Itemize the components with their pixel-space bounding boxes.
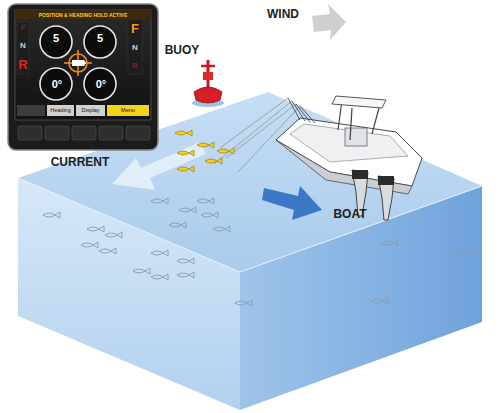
- soft-key: [76, 105, 105, 116]
- buoy-top: [201, 65, 215, 68]
- fish: [179, 207, 196, 213]
- fish: [175, 130, 192, 136]
- fish: [81, 242, 98, 248]
- buoy-label: BUOY: [165, 44, 200, 56]
- fish: [213, 226, 230, 232]
- control-display: [8, 4, 158, 150]
- hard-key: [99, 126, 123, 140]
- fish: [43, 212, 60, 218]
- fishing-rod: [296, 104, 310, 122]
- water-edge: [18, 178, 482, 272]
- gauge: [40, 68, 72, 100]
- wind-arrow: [312, 4, 346, 40]
- hold-crosshair: [64, 50, 92, 76]
- fish: [151, 274, 168, 280]
- gauge-value: 5: [97, 33, 103, 44]
- gauge-value: 0°: [52, 79, 63, 90]
- fish: [177, 150, 194, 156]
- fish: [217, 148, 234, 154]
- gauge: [84, 26, 116, 58]
- gear-column: [17, 22, 29, 74]
- boat-drift-arrow: [262, 186, 322, 220]
- gauge-value: 0°: [96, 79, 107, 90]
- fish: [177, 166, 194, 172]
- boat-label: BOAT: [333, 208, 366, 220]
- display-status: POSITION & HEADING HOLD ACTIVE: [39, 12, 127, 17]
- hard-key: [18, 126, 42, 140]
- soft-key: [47, 105, 74, 116]
- gear-letter: F: [131, 22, 139, 35]
- buoy: [192, 60, 224, 107]
- gear-letter: R: [132, 62, 138, 70]
- hard-key: [126, 126, 150, 140]
- fish: [457, 250, 474, 256]
- t-top-post: [372, 104, 380, 134]
- motor-cowling: [352, 170, 368, 179]
- hard-key: [72, 126, 96, 140]
- fish: [151, 198, 168, 204]
- display-bezel: [8, 4, 158, 150]
- motor-cowling: [378, 176, 394, 185]
- wind-label: WIND: [267, 8, 299, 20]
- fishing-rod: [288, 98, 300, 120]
- buoy-marker: [203, 72, 213, 80]
- gear-letter: N: [20, 42, 26, 50]
- fish: [87, 226, 104, 232]
- gauge: [40, 26, 72, 58]
- soft-key-label: Heading: [50, 108, 71, 114]
- fishing-rods: [288, 98, 315, 123]
- soft-key-label: Menu: [121, 108, 135, 114]
- soft-key-label: Display: [81, 108, 99, 114]
- hard-key: [45, 126, 69, 140]
- boat-deck: [290, 124, 408, 162]
- fish: [177, 272, 194, 278]
- fish: [169, 222, 186, 228]
- soft-key: [17, 105, 45, 116]
- boat-t-top: [332, 96, 386, 108]
- fish: [105, 232, 122, 238]
- current-label: CURRENT: [51, 156, 110, 168]
- soft-key: [107, 105, 149, 116]
- fishing-rod: [292, 101, 305, 121]
- boat-console: [345, 128, 367, 146]
- gear-letter: R: [18, 58, 27, 71]
- fish: [99, 248, 116, 254]
- display-header-bar: [15, 10, 151, 19]
- fishing-rod: [300, 106, 315, 123]
- fish: [205, 158, 222, 164]
- fish: [151, 250, 168, 256]
- hard-keys: [18, 126, 150, 140]
- fish: [381, 240, 398, 246]
- outboard-motor: [378, 176, 394, 220]
- boat-icon: [72, 60, 86, 66]
- fish: [201, 212, 218, 218]
- fish: [177, 258, 194, 264]
- gear-column: [128, 20, 142, 74]
- gauges: [40, 26, 116, 100]
- t-top-post: [350, 108, 352, 140]
- display-screen: [15, 10, 151, 120]
- gauge: [84, 68, 116, 100]
- fish: [133, 268, 150, 274]
- fish: [235, 300, 252, 306]
- gear-letter: N: [132, 44, 138, 52]
- fish: [371, 298, 388, 304]
- buoy-body: [194, 87, 222, 103]
- gauge-value: 5: [53, 33, 59, 44]
- school-of-fish: [43, 198, 474, 306]
- fish: [197, 142, 214, 148]
- fish: [197, 198, 214, 204]
- target-fish: [175, 130, 234, 172]
- fishing-line: [214, 101, 292, 164]
- boat: [276, 96, 422, 220]
- gear-letter: F: [21, 24, 26, 32]
